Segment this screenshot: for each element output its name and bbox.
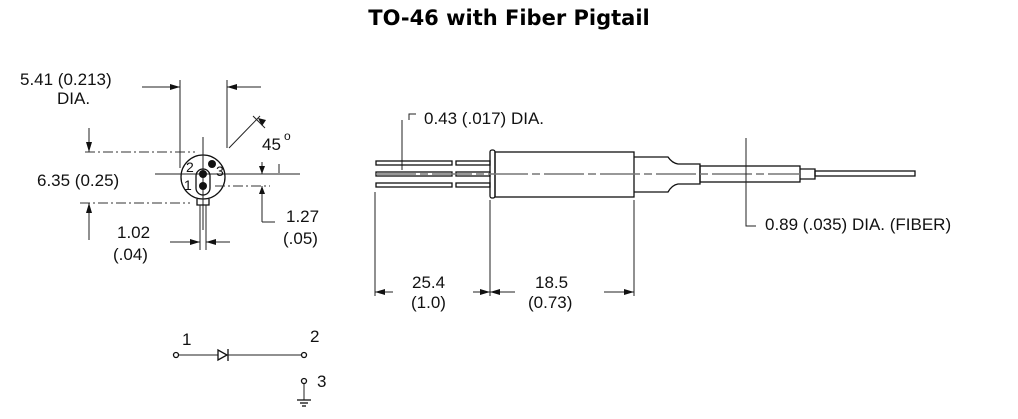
lead-length-line2: (1.0) <box>411 293 446 312</box>
pin-label-2: 2 <box>186 159 194 175</box>
arrow-icon <box>170 84 180 90</box>
diode-icon <box>217 348 229 362</box>
arrow-icon <box>190 239 200 245</box>
dia-label-line1: 5.41 (0.213) <box>20 70 112 89</box>
height-label: 6.35 (0.25) <box>37 171 119 190</box>
terminal-3 <box>300 377 308 385</box>
front-view: 5.41 (0.213) DIA. 6.35 (0.25) 2 1 3 <box>20 70 319 264</box>
pin-2-dot <box>199 170 207 178</box>
tab <box>196 199 210 206</box>
angle-leader <box>228 115 261 149</box>
body-length-line2: (0.73) <box>528 293 572 312</box>
pin-label-3: 3 <box>216 163 224 179</box>
lead-dia-bracket <box>408 113 416 120</box>
pin-label-1: 1 <box>184 177 192 193</box>
fiber-dia-label: 0.89 (.035) DIA. (FIBER) <box>765 215 951 234</box>
angle-label: 45 <box>262 135 281 154</box>
lead-top-inner <box>455 160 491 166</box>
arrow-icon <box>86 203 92 213</box>
arrow-icon <box>86 142 92 152</box>
ferrule <box>800 168 816 180</box>
fiber <box>814 170 916 177</box>
pin-slot <box>195 168 211 196</box>
lead-length-line1: 25.4 <box>412 273 445 292</box>
fiber-dia-bracket <box>745 220 756 227</box>
arrow-icon <box>624 289 634 295</box>
angle-tick <box>252 115 266 129</box>
arrow-icon <box>490 289 500 295</box>
arrow-icon <box>259 166 265 174</box>
diagram-title: TO-46 with Fiber Pigtail <box>368 6 650 30</box>
terminal-1 <box>172 351 180 359</box>
body-length-line1: 18.5 <box>535 273 568 292</box>
arrow-icon <box>375 289 385 295</box>
pin-spacing-line2: (.05) <box>283 229 318 248</box>
arrow-icon <box>206 239 216 245</box>
schematic: 1 2 3 <box>172 327 326 407</box>
lead-top-outer <box>375 160 453 166</box>
arrow-icon <box>258 118 266 126</box>
side-view: 0.43 (.017) DIA. 0.89 (.035) DIA. (FIBER… <box>374 109 951 312</box>
lead-bottom-inner <box>455 182 491 188</box>
pin-1-dot <box>199 182 207 190</box>
dia-label-line2: DIA. <box>57 89 90 108</box>
tab-width-line2: (.04) <box>113 245 148 264</box>
lead-dia-label: 0.43 (.017) DIA. <box>424 109 544 128</box>
pin-3-dot <box>208 160 216 168</box>
arrow-icon <box>227 84 237 90</box>
schematic-pin-2: 2 <box>310 327 319 346</box>
lead-bottom-outer <box>375 182 453 188</box>
terminal-2 <box>300 351 308 359</box>
arrow-icon <box>259 186 265 194</box>
schematic-pin-3: 3 <box>317 372 326 391</box>
angle-unit: o <box>284 129 291 143</box>
arrow-icon <box>480 289 490 295</box>
pin-spacing-line1: 1.27 <box>286 207 319 226</box>
schematic-pin-1: 1 <box>182 330 191 349</box>
tab-width-line1: 1.02 <box>117 223 150 242</box>
